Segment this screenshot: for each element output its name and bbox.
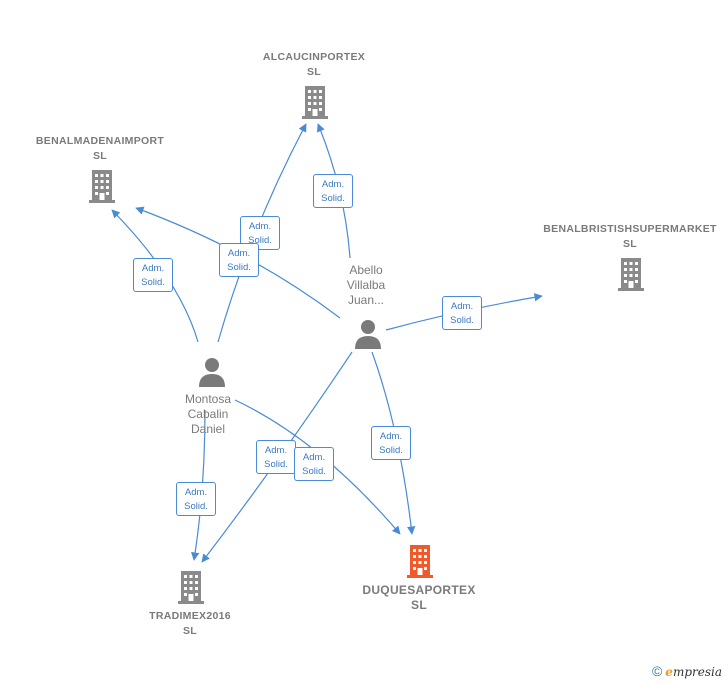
- edge-role-type: Solid.: [450, 315, 474, 326]
- company-name: BENALBRISTISHSUPERMARKET: [543, 223, 717, 235]
- building-icon-tradimex[interactable]: [176, 569, 206, 605]
- company-name: DUQUESAPORTEX: [362, 583, 476, 597]
- person-name-line: Villalba: [346, 278, 386, 292]
- person-icon-abello[interactable]: [352, 318, 384, 350]
- copyright-icon: ©: [651, 663, 663, 679]
- company-suffix: SL: [182, 625, 198, 637]
- building-icon-benalmadenaimport[interactable]: [87, 168, 117, 204]
- company-suffix: SL: [306, 66, 322, 78]
- node-label-benalmadenaimport[interactable]: BENALMADENAIMPORT SL: [36, 134, 164, 164]
- edge-label-abello-duquesa: Adm. Solid.: [371, 426, 411, 460]
- edge-role: Adm.: [302, 452, 326, 463]
- company-name: TRADIMEX2016: [149, 610, 231, 622]
- edge-role: Adm.: [379, 431, 403, 442]
- building-icon-duquesaportex[interactable]: [405, 543, 435, 579]
- edge-role-type: Solid.: [227, 262, 251, 273]
- edge-role-type: Solid.: [321, 193, 345, 204]
- edge-label-abello-benalbristish: Adm. Solid.: [442, 296, 482, 330]
- company-suffix: SL: [622, 238, 638, 250]
- node-label-abello[interactable]: Abello Villalba Juan...: [347, 263, 385, 308]
- brand-initial: e: [665, 665, 673, 679]
- node-label-duquesaportex[interactable]: DUQUESAPORTEX SL: [362, 583, 475, 613]
- brand-footer[interactable]: ©empresia: [652, 663, 722, 679]
- edge-role-type: Solid.: [302, 466, 326, 477]
- building-icon-alcaucinportex[interactable]: [300, 84, 330, 120]
- edge-role: Adm.: [227, 248, 251, 259]
- edge-label-abello-tradimex: Adm. Solid.: [256, 440, 296, 474]
- edge-role: Adm.: [184, 487, 208, 498]
- edge-label-montosa-duquesa: Adm. Solid.: [294, 447, 334, 481]
- person-name-line: Cabalin: [187, 407, 229, 421]
- edge-label-abello-alcaucin: Adm. Solid.: [313, 174, 353, 208]
- edge-role: Adm.: [264, 445, 288, 456]
- edge-label-montosa-benalmadena: Adm. Solid.: [133, 258, 173, 292]
- person-name-line: Juan...: [347, 293, 385, 307]
- edge-label-montosa-tradimex: Adm. Solid.: [176, 482, 216, 516]
- company-name: ALCAUCINPORTEX: [262, 51, 366, 63]
- edge-role-type: Solid.: [264, 459, 288, 470]
- building-icon-benalbristish[interactable]: [616, 256, 646, 292]
- person-name-line: Montosa: [184, 392, 232, 406]
- brand-name: mpresia: [672, 665, 722, 679]
- person-name-line: Abello: [349, 263, 383, 277]
- edge-role: Adm.: [141, 263, 165, 274]
- node-label-benalbristish[interactable]: BENALBRISTISHSUPERMARKET SL: [543, 222, 716, 252]
- edge-role: Adm.: [321, 179, 345, 190]
- edge-role-type: Solid.: [248, 235, 272, 246]
- edge-role: Adm.: [450, 301, 474, 312]
- edge-role-type: Solid.: [184, 501, 208, 512]
- person-name-line: Daniel: [190, 422, 226, 436]
- company-suffix: SL: [92, 150, 108, 162]
- company-name: BENALMADENAIMPORT: [35, 135, 165, 147]
- node-label-montosa[interactable]: Montosa Cabalin Daniel: [185, 392, 231, 437]
- edge-label-abello-benalmadena: Adm. Solid.: [219, 243, 259, 277]
- node-label-alcaucinportex[interactable]: ALCAUCINPORTEX SL: [263, 50, 365, 80]
- person-icon-montosa[interactable]: [196, 356, 228, 388]
- edge-role-type: Solid.: [141, 277, 165, 288]
- edge-role: Adm.: [248, 221, 272, 232]
- company-suffix: SL: [411, 598, 427, 612]
- edge-role-type: Solid.: [379, 445, 403, 456]
- node-label-tradimex[interactable]: TRADIMEX2016 SL: [149, 609, 231, 639]
